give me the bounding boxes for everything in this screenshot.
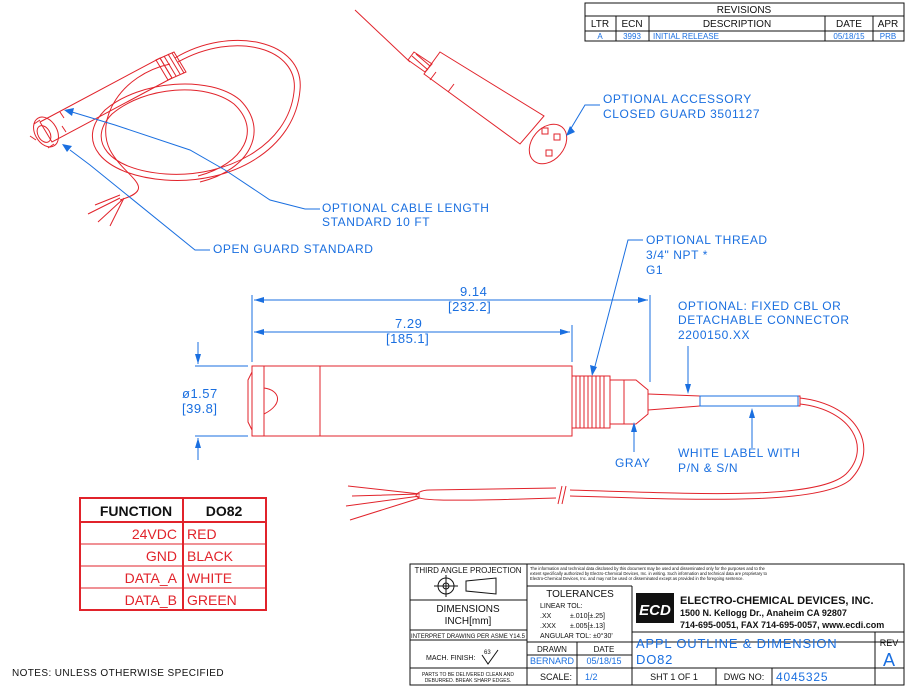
drawing-title-1: APPL OUTLINE & DIMENSION	[636, 636, 837, 651]
third-angle-label: THIRD ANGLE PROJECTION	[414, 566, 521, 575]
arrow-closed-guard	[566, 126, 575, 136]
rev-header-description: DESCRIPTION	[703, 19, 771, 30]
rev-ltr: A	[597, 32, 603, 41]
dimension-arrows	[195, 297, 648, 448]
callout-leaders-side	[593, 239, 753, 452]
drawn-date: 05/18/15	[586, 656, 621, 666]
color-row-4: GREEN	[187, 592, 237, 608]
white-label-patch	[699, 395, 799, 407]
notes: NOTES: UNLESS OTHERWISE SPECIFIED	[12, 668, 224, 679]
rev-label: REV	[880, 638, 899, 648]
callout-leaders-top	[69, 104, 600, 251]
disclaimer-1: The information and technical data discl…	[530, 566, 766, 571]
company-contact: 714-695-0051, FAX 714-695-0057, www.ecdi…	[680, 620, 884, 630]
dim-diameter-inch: ø1.57	[182, 386, 218, 401]
callout-arrows-side	[590, 365, 755, 432]
dwg-number: 4045325	[776, 670, 828, 684]
callout-thread-3: G1	[646, 263, 663, 277]
callout-connector-2: DETACHABLE CONNECTOR	[678, 313, 850, 327]
callout-cable-length-2: STANDARD 10 FT	[322, 215, 430, 229]
tol-xx-label: .XX	[540, 613, 552, 620]
dim-body-mm: [185.1]	[386, 331, 429, 346]
scale-value: 1/2	[585, 672, 598, 682]
function-row-2: GND	[146, 548, 177, 564]
sensor-closed-guard-iso	[354, 9, 568, 165]
deburr-1: PARTS TO BE DELIVERED CLEAN AND	[422, 672, 514, 678]
tol-xxx-label: .XXX	[540, 623, 556, 630]
rev-header-ltr: LTR	[591, 19, 609, 30]
company-address: 1500 N. Kellogg Dr., Anaheim CA 92807	[680, 608, 847, 618]
finish-label: MACH. FINISH:	[426, 655, 475, 662]
function-row-1: 24VDC	[132, 526, 177, 542]
drawn-by: BERNARD	[530, 656, 575, 666]
function-row-3: DATA_A	[125, 570, 178, 586]
scale-label: SCALE:	[540, 672, 572, 682]
function-table	[79, 497, 267, 611]
tol-xx-value: ±.010[±.25]	[570, 613, 605, 620]
rev-ecn: 3993	[623, 32, 641, 41]
rev-header-date: DATE	[836, 19, 862, 30]
callout-open-guard: OPEN GUARD STANDARD	[213, 242, 374, 256]
callout-closed-guard-1: OPTIONAL ACCESSORY	[603, 92, 752, 106]
callout-thread-1: OPTIONAL THREAD	[646, 233, 768, 247]
callout-closed-guard-2: CLOSED GUARD 3501127	[603, 107, 760, 121]
disclaimer-2: extent specifically authorized by Electr…	[530, 571, 768, 576]
sensor-open-guard-iso	[29, 39, 301, 227]
units-label: INCH[mm]	[445, 616, 492, 627]
tol-xxx-value: ±.005[±.13]	[570, 623, 605, 630]
rev-apr: PRB	[880, 32, 896, 41]
callout-white-label-2: P/N & S/N	[678, 461, 738, 475]
callout-gray: GRAY	[615, 456, 651, 470]
drawing-title-2: DO82	[636, 652, 673, 667]
dim-overall-mm: [232.2]	[448, 299, 491, 314]
angular-tol: ANGULAR TOL: ±0°30'	[540, 632, 613, 640]
rev-header-ecn: ECN	[621, 19, 642, 30]
revisions-title: REVISIONS	[717, 5, 772, 16]
title-block-frame	[409, 563, 905, 686]
third-angle-symbol-icon	[434, 575, 497, 597]
company-name: ELECTRO-CHEMICAL DEVICES, INC.	[680, 595, 874, 607]
callout-thread-2: 3/4" NPT *	[646, 248, 708, 262]
finish-symbol-icon	[481, 649, 499, 665]
callout-connector-3: 2200150.XX	[678, 328, 750, 342]
function-row-4: DATA_B	[125, 592, 177, 608]
sheet-label: SHT 1 OF 1	[650, 672, 698, 682]
sensor-side-view	[247, 365, 865, 521]
color-row-2: BLACK	[187, 548, 234, 564]
rev-date: 05/18/15	[833, 32, 865, 41]
dim-overall-inch: 9.14	[460, 284, 487, 299]
disclaimer-3: Electro-Chemical Devices, Inc. and may n…	[530, 576, 744, 581]
color-row-3: WHITE	[187, 570, 232, 586]
dimension-lines	[195, 295, 651, 460]
dim-diameter-mm: [39.8]	[182, 401, 218, 416]
color-row-1: RED	[187, 526, 217, 542]
deburr-2: DEBURRED. BREAK SHARP EDGES.	[425, 678, 512, 684]
arrow-open-guard	[62, 144, 72, 152]
callout-connector-1: OPTIONAL: FIXED CBL OR	[678, 299, 841, 313]
callout-white-label-1: WHITE LABEL WITH	[678, 446, 801, 460]
arrow-cable-length	[64, 108, 74, 116]
dim-body-inch: 7.29	[395, 316, 422, 331]
rev-value: A	[883, 650, 895, 670]
finish-value: 63	[484, 650, 491, 656]
tolerances-label: TOLERANCES	[546, 589, 614, 600]
rev-description: INITIAL RELEASE	[653, 32, 719, 41]
dwg-label: DWG NO:	[724, 672, 765, 682]
linear-tol-label: LINEAR TOL:	[540, 603, 583, 610]
model-header: DO82	[206, 503, 243, 519]
revisions-table	[584, 2, 905, 42]
date-label: DATE	[594, 645, 615, 654]
drawn-label: DRAWN	[537, 645, 567, 654]
interpret-label: INTERPRET DRAWING PER ASME Y14.5	[411, 634, 526, 640]
rev-header-apr: APR	[878, 19, 899, 30]
ecd-logo-text: ECD	[639, 602, 671, 619]
function-header: FUNCTION	[100, 503, 172, 519]
callout-cable-length-1: OPTIONAL CABLE LENGTH	[322, 201, 490, 215]
ecd-logo: ECD	[636, 593, 674, 623]
dimensions-label: DIMENSIONS	[436, 604, 500, 615]
